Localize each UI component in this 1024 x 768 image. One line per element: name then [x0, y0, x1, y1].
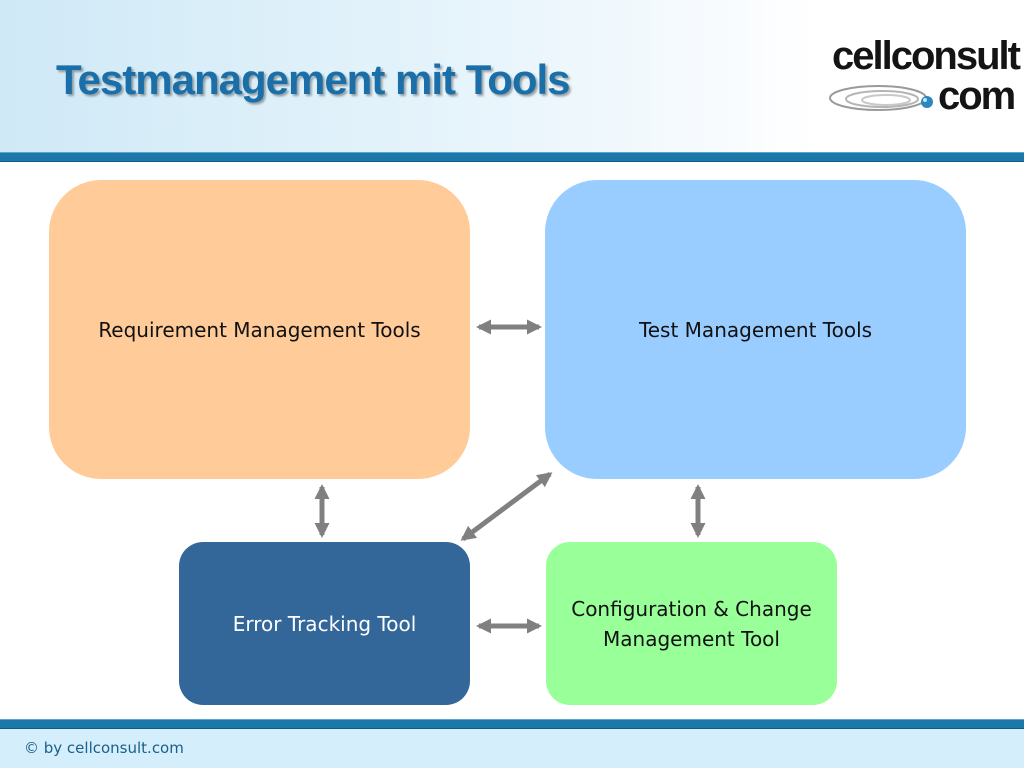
configuration-change-box: Configuration & Change Management Tool — [546, 542, 837, 705]
test-management-label: Test Management Tools — [638, 317, 873, 342]
slide-footer: © by cellconsult.com — [0, 729, 1024, 768]
test-management-box: Test Management Tools — [545, 180, 966, 479]
slide-title: Testmanagement mit Tools — [56, 56, 571, 103]
cellconsult-logo: cellconsult com — [826, 32, 1021, 122]
requirement-management-box: Requirement Management Tools — [49, 180, 470, 479]
error-tracking-label: Error Tracking Tool — [232, 611, 417, 636]
configuration-change-line-2: Management Tool — [603, 626, 780, 651]
slide-header: Testmanagement mit Tools cellconsult com — [0, 0, 1024, 152]
arrow-error-test — [460, 471, 553, 542]
footer-copyright: © by cellconsult.com — [24, 739, 184, 757]
error-tracking-box: Error Tracking Tool — [179, 542, 470, 705]
logo-tld: com — [938, 74, 1016, 118]
header-divider-band — [0, 152, 1024, 162]
configuration-change-line-1: Configuration & Change — [571, 596, 812, 621]
logo-wordmark: cellconsult — [832, 34, 1021, 78]
footer-divider-band — [0, 719, 1024, 729]
logo-swirl-icon — [829, 85, 933, 111]
configuration-change-label: Configuration & Change Management Tool — [571, 594, 812, 654]
requirement-management-label: Requirement Management Tools — [98, 317, 421, 342]
